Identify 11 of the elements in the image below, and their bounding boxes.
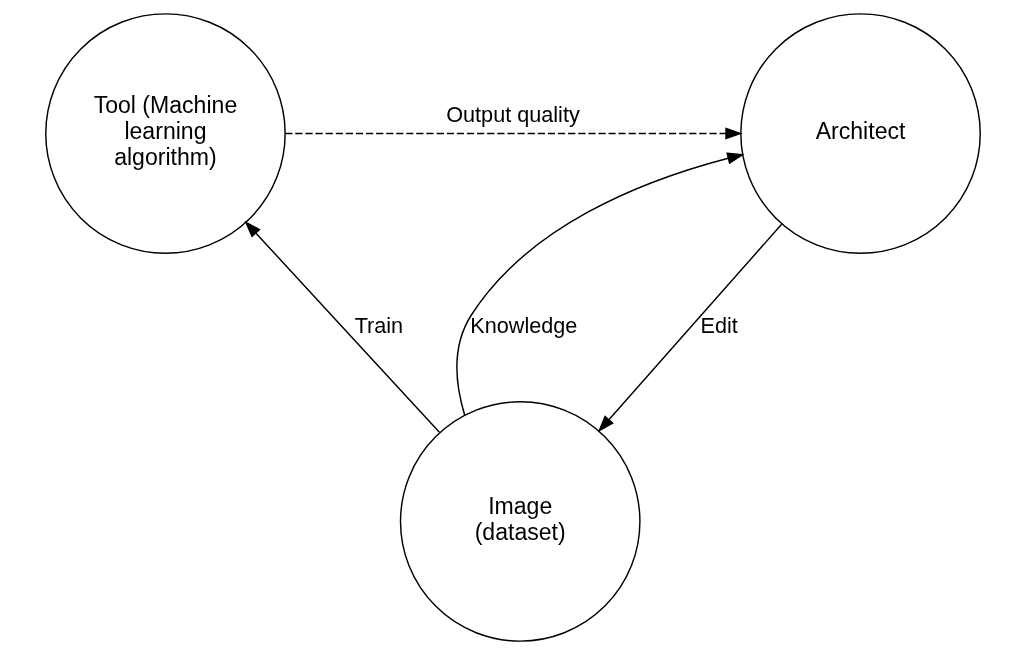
arrow <box>244 220 440 434</box>
node-circle: Tool (Machine learning algorithm) <box>44 13 286 254</box>
arrow <box>597 223 782 433</box>
edge-label: Knowledge <box>469 312 577 338</box>
node-circle: Image (dataset) <box>399 401 641 642</box>
edge-label: Edit <box>700 312 738 338</box>
edge-label: Train <box>354 312 403 338</box>
arrow <box>284 127 743 140</box>
edge-label: Output quality <box>445 102 580 127</box>
arrow <box>455 152 744 416</box>
node-circle: Architect <box>739 13 981 254</box>
